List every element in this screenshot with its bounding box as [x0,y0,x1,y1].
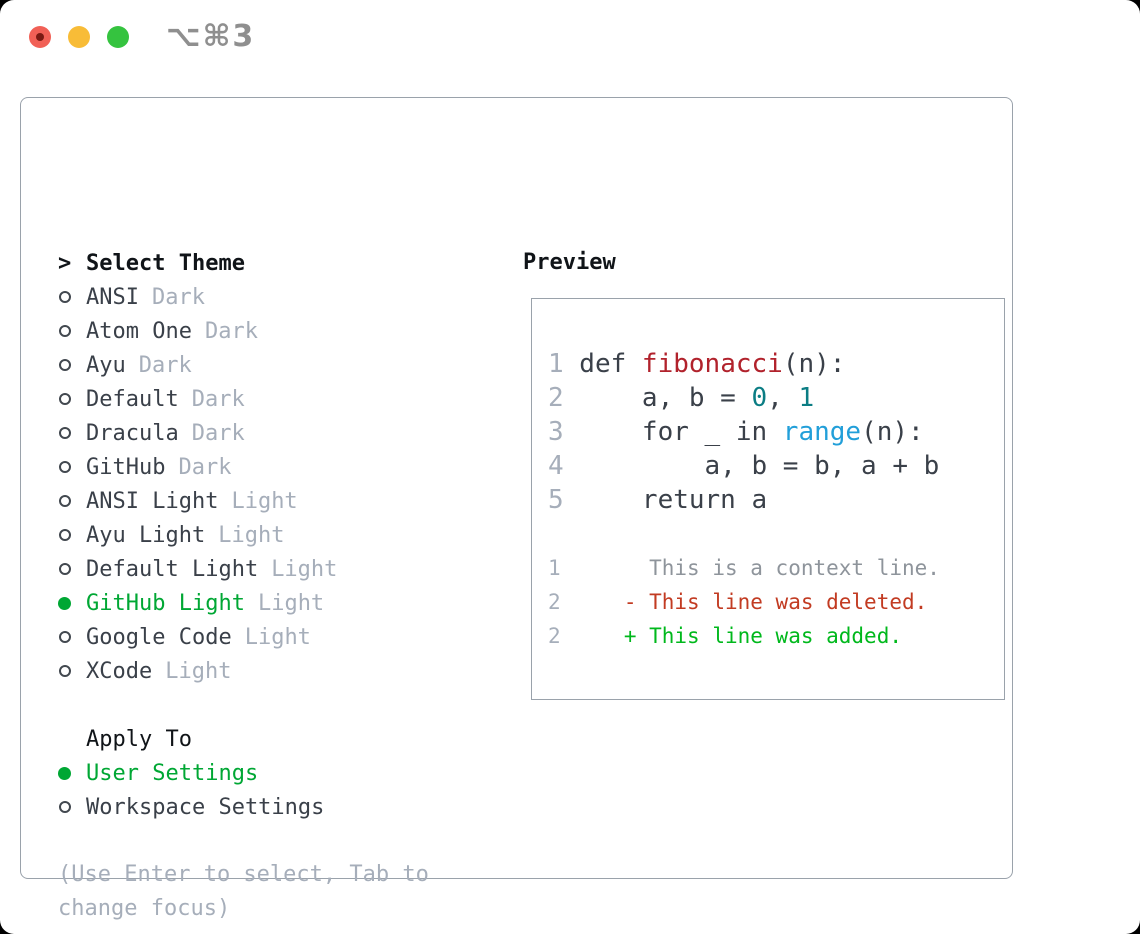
radio-unselected-icon [59,631,71,643]
theme-variant: Dark [151,284,205,310]
select-theme-title: Select Theme [86,250,245,276]
line-number: 1 [548,349,564,379]
theme-name: Atom One [86,318,192,344]
theme-name: GitHub Light [86,590,245,616]
theme-variant: Light [165,658,232,684]
window-shortcut-label: ⌥⌘3 [166,19,256,54]
apply-to-title: Apply To [86,726,192,752]
theme-option[interactable]: ANSI Light Light [58,484,503,518]
theme-option[interactable]: ANSI Dark [58,280,503,314]
theme-name: ANSI [86,284,139,310]
diff-line-deleted: 2- This line was deleted. [548,585,940,619]
theme-option[interactable]: Default Light Light [58,552,503,586]
theme-name: Google Code [86,624,232,650]
radio-unselected-icon [59,325,71,337]
theme-option[interactable]: Default Dark [58,382,503,416]
line-number: 4 [548,451,564,481]
theme-name: GitHub [86,454,166,480]
theme-variant: Dark [178,454,232,480]
minimize-button-icon[interactable] [68,26,90,48]
code-line: 2 a, b = 0, 1 [548,383,815,413]
radio-unselected-icon [59,495,71,507]
theme-name: Dracula [86,420,179,446]
code-line: 3 for _ in range(n): [548,417,924,447]
theme-variant: Dark [191,386,245,412]
preview-title: Preview [523,250,616,275]
theme-variant: Dark [138,352,192,378]
line-number: 3 [548,417,564,447]
theme-option[interactable]: Ayu Light Light [58,518,503,552]
line-number: 2 [548,383,564,413]
apply-to-option[interactable]: Workspace Settings [58,790,503,824]
theme-name: Default Light [86,556,259,582]
spacer [58,688,503,722]
theme-option[interactable]: Dracula Dark [58,416,503,450]
close-button-icon[interactable] [29,26,51,48]
theme-variant: Dark [204,318,258,344]
radio-unselected-icon [59,461,71,473]
apply-to-option[interactable]: User Settings [58,756,503,790]
help-text: (Use Enter to select, Tab to change focu… [58,862,429,921]
theme-name: ANSI Light [86,488,219,514]
theme-variant: Light [231,488,298,514]
radio-unselected-icon [59,393,71,405]
theme-option[interactable]: Ayu Dark [58,348,503,382]
apply-to-label: Workspace Settings [86,794,325,820]
theme-variant: Light [244,624,311,650]
code-line: 5 return a [548,485,768,515]
theme-variant: Dark [191,420,245,446]
radio-unselected-icon [59,291,71,303]
prompt-icon: > [58,250,72,276]
theme-option[interactable]: Google Code Light [58,620,503,654]
theme-variant: Light [218,522,285,548]
line-number: 5 [548,485,564,515]
apply-to-header: Apply To [58,722,503,756]
radio-selected-icon [58,766,71,780]
theme-option[interactable]: GitHub Dark [58,450,503,484]
radio-unselected-icon [59,427,71,439]
radio-unselected-icon [59,359,71,371]
select-theme-header: > Select Theme [58,246,503,280]
diff-line-added: 2+ This line was added. [548,619,940,653]
theme-name: Default [86,386,179,412]
spacer [58,824,503,858]
theme-name: XCode [86,658,153,684]
radio-unselected-icon [59,529,71,541]
apply-to-label: User Settings [86,760,259,786]
line-number: 2 [548,624,561,648]
theme-option[interactable]: Atom One Dark [58,314,503,348]
diff-preview: 1 This is a context line.2- This line wa… [548,551,940,653]
theme-name: Ayu Light [86,522,206,548]
code-line: 4 a, b = b, a + b [548,451,940,481]
radio-unselected-icon [59,563,71,575]
theme-option[interactable]: GitHub Light Light [58,586,503,620]
theme-name: Ayu [86,352,126,378]
diff-line-context: 1 This is a context line. [548,551,940,585]
zoom-button-icon[interactable] [107,26,129,48]
theme-variant: Light [271,556,338,582]
theme-variant: Light [257,590,325,616]
radio-unselected-icon [59,665,71,677]
line-number: 1 [548,556,561,580]
line-number: 2 [548,590,561,614]
radio-unselected-icon [59,801,71,813]
radio-selected-icon [58,596,71,610]
window-controls [29,26,129,48]
theme-option[interactable]: XCode Light [58,654,503,688]
